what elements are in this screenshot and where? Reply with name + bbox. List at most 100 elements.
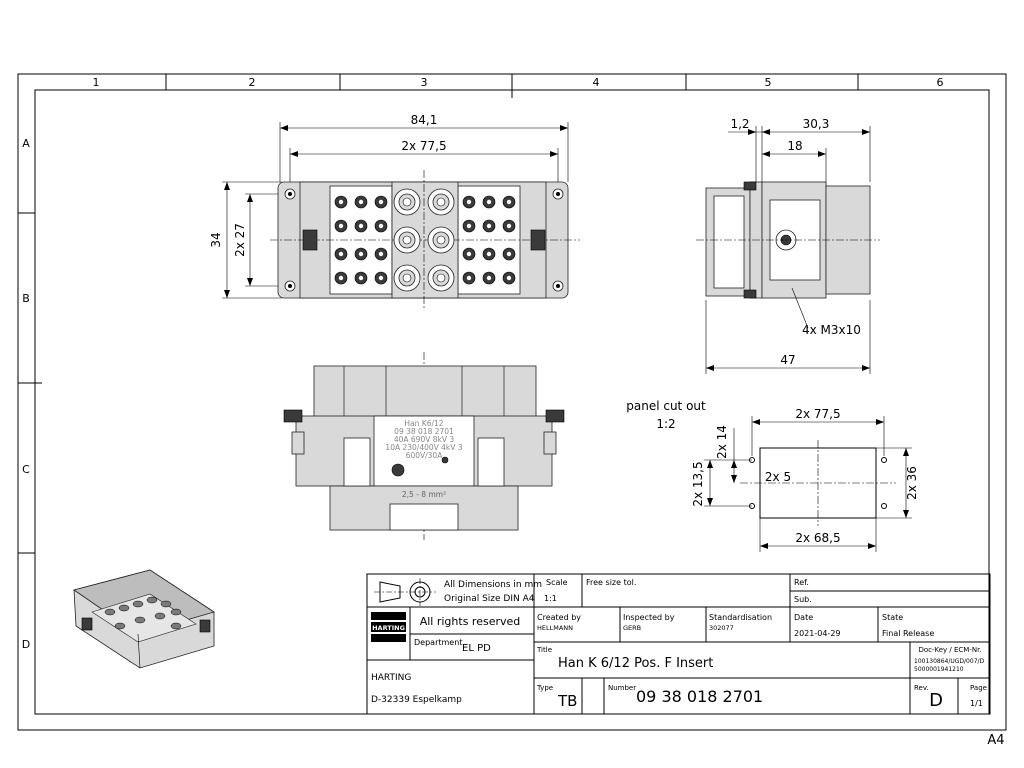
iso-contact (146, 596, 158, 604)
iso-contact (118, 604, 130, 612)
contact-pin (506, 223, 512, 229)
row-labels: A B C D (22, 137, 30, 651)
contact-pin (486, 275, 492, 281)
column-label-4: 4 (593, 76, 600, 89)
number-label: Number (608, 684, 636, 692)
format-mark: A4 (987, 733, 1004, 748)
contact-pin (338, 223, 344, 229)
iso-contact (132, 600, 144, 608)
side-dim-flange: 1,2 (730, 117, 749, 131)
contact-pin (506, 275, 512, 281)
sub-label: Sub. (794, 595, 812, 604)
iso-contact (160, 600, 172, 608)
cutout-dim-top: 2x 77,5 (795, 407, 840, 421)
rev-label: Rev. (914, 684, 929, 692)
projection-symbol-icon (374, 578, 436, 606)
title-label: Title (536, 646, 552, 654)
cutout-dim-left-upper: 2x 14 (715, 425, 729, 459)
contact-pin (338, 275, 344, 281)
drawing-title: Han K 6/12 Pos. F Insert (558, 656, 713, 671)
svg-text:09 38 018 2701: 09 38 018 2701 (394, 427, 454, 436)
contact-pin (358, 251, 364, 257)
row-label-d: D (22, 638, 30, 651)
drawing-number: 09 38 018 2701 (636, 687, 763, 706)
column-labels: 1 2 3 4 5 6 (93, 76, 944, 89)
side-dim-inner: 18 (787, 139, 802, 153)
front-dim-hole-spacing: 2x 77,5 (401, 139, 446, 153)
side-screw-label: 4x M3x10 (802, 323, 861, 337)
state-value: Final Release (882, 629, 934, 638)
bottom-view: Han K6/12 09 38 018 2701 40A 690V 8kV 3 … (283, 352, 565, 540)
svg-text:10A 230/400V 4kV 3: 10A 230/400V 4kV 3 (385, 443, 462, 452)
front-dim-hole-height: 2x 27 (233, 223, 247, 257)
product-label: Han K6/12 09 38 018 2701 40A 690V 8kV 3 … (385, 419, 462, 460)
contact-pin (506, 199, 512, 205)
created-by-value: HELLMANN (537, 624, 573, 632)
svg-text:HARTING: HARTING (372, 624, 405, 632)
inspected-by-value: GERB (623, 624, 641, 632)
contact-pin (466, 275, 472, 281)
contact-pin (466, 251, 472, 257)
cutout-dim-right: 2x 36 (905, 466, 919, 500)
department-value: EL PD (462, 643, 491, 654)
type-label: Type (536, 684, 553, 692)
date-value: 2021-04-29 (794, 629, 841, 638)
page-value: 1/1 (970, 699, 983, 708)
ref-label: Ref. (794, 578, 809, 587)
iso-contact (104, 608, 116, 616)
isometric-view (73, 569, 215, 669)
scale-label: Scale (546, 578, 568, 587)
row-label-b: B (22, 292, 30, 305)
panel-cutout-title: panel cut out (626, 399, 706, 413)
column-label-3: 3 (421, 76, 428, 89)
scale-value: 1:1 (544, 594, 557, 603)
column-label-6: 6 (937, 76, 944, 89)
contact-pin (358, 199, 364, 205)
dimensions-note-1: All Dimensions in mm (444, 580, 542, 590)
front-dim-overall-width: 84,1 (411, 113, 438, 127)
rev-value: D (929, 690, 943, 711)
contact-pin (486, 251, 492, 257)
column-label-1: 1 (93, 76, 100, 89)
type-value: TB (557, 692, 577, 710)
contact-pin (486, 223, 492, 229)
standardisation-label: Standardisation (709, 613, 772, 622)
row-label-a: A (22, 137, 30, 150)
column-label-2: 2 (249, 76, 256, 89)
front-view: 84,1 2x 77,5 34 2x 27 (209, 113, 580, 310)
row-label-c: C (22, 463, 30, 476)
inspected-by-label: Inspected by (623, 613, 675, 622)
iso-contact (170, 622, 182, 630)
svg-text:600V/30A: 600V/30A (406, 451, 444, 460)
contact-pin (358, 223, 364, 229)
cutout-dim-center: 2x 5 (765, 470, 791, 484)
doc-key-label: Doc-Key / ECM-Nr. (918, 646, 981, 654)
contact-pin (506, 251, 512, 257)
company-name: HARTING (371, 673, 411, 683)
iso-contact (134, 616, 146, 624)
contact-pin (378, 251, 384, 257)
harting-logo-icon: HARTING (371, 612, 406, 642)
wire-range-label: 2,5 - 8 mm² (402, 490, 446, 499)
svg-text:40A 690V 8kV 3: 40A 690V 8kV 3 (394, 435, 455, 444)
contact-pin (338, 199, 344, 205)
cutout-dim-bottom: 2x 68,5 (795, 531, 840, 545)
state-label: State (882, 613, 903, 622)
company-address: D-32339 Espelkamp (371, 695, 462, 705)
front-dim-height: 34 (209, 232, 223, 247)
column-grid (18, 74, 859, 554)
panel-cutout-scale: 1:2 (656, 417, 675, 431)
iso-contact (170, 608, 182, 616)
contact-pin (338, 251, 344, 257)
iso-contact (114, 622, 126, 630)
svg-text:Han K6/12: Han K6/12 (404, 419, 443, 428)
contact-pin (378, 223, 384, 229)
contact-pin (486, 199, 492, 205)
column-label-5: 5 (765, 76, 772, 89)
tolerance-text: Free size tol. (586, 578, 636, 587)
doc-key-line-2: 5000001941210 (914, 666, 964, 673)
iso-contact (154, 612, 166, 620)
contact-pin (378, 275, 384, 281)
panel-cutout: panel cut out 1:2 2x 77,5 2x 68,5 2x 14 … (626, 399, 919, 552)
